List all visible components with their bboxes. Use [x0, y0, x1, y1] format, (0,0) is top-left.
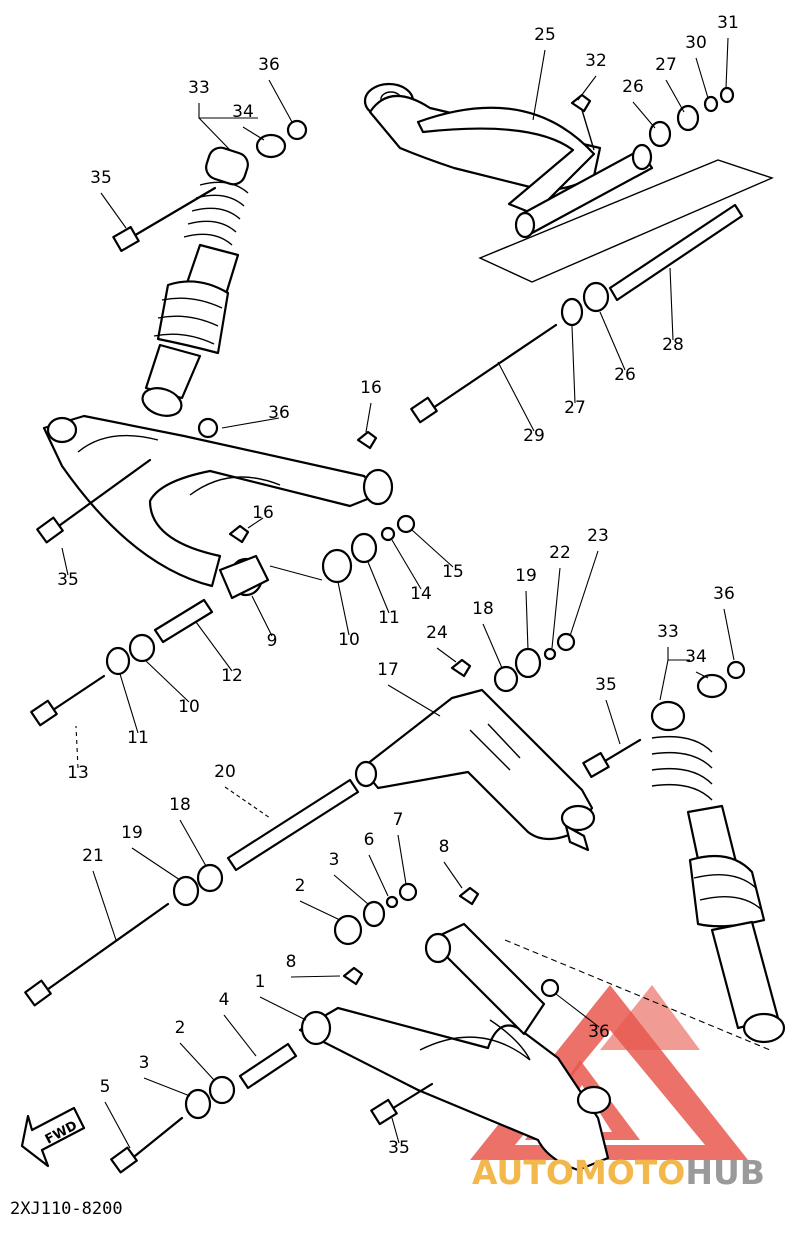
callout-24: 24: [426, 623, 448, 643]
callout-3a: 3: [329, 850, 340, 870]
callout-16a: 16: [360, 378, 382, 398]
callout-14: 14: [410, 584, 432, 604]
shock-absorber-lower: [582, 660, 786, 1044]
callout-35c: 35: [595, 675, 617, 695]
callout-19b: 19: [121, 823, 143, 843]
watermark-text-primary: AUTOMOTO: [472, 1153, 685, 1192]
callout-9: 9: [267, 631, 278, 651]
callout-27a: 27: [655, 55, 677, 75]
callout-29: 29: [523, 426, 545, 446]
callout-15: 15: [442, 562, 464, 582]
callout-25: 25: [534, 25, 556, 45]
callout-33b: 33: [657, 622, 679, 642]
callout-18b: 18: [169, 795, 191, 815]
callout-2b: 2: [175, 1018, 186, 1038]
shock-absorber-upper: [112, 119, 308, 417]
callout-2a: 2: [295, 876, 306, 896]
pivot-shaft-middle: [30, 598, 214, 727]
callout-12: 12: [221, 666, 243, 686]
leader-lines: [61, 37, 771, 1149]
callout-22: 22: [549, 543, 571, 563]
callout-31: 31: [717, 13, 739, 33]
bushing-set-middle: [269, 514, 416, 584]
callout-6: 6: [364, 830, 375, 850]
watermark-text: AUTOMOTOHUB: [472, 1153, 765, 1192]
callout-1: 1: [255, 972, 266, 992]
callout-21: 21: [82, 846, 104, 866]
callout-20: 20: [214, 762, 236, 782]
callout-3b: 3: [139, 1053, 150, 1073]
pivot-shaft-front: [110, 1042, 298, 1174]
callout-11a: 11: [378, 608, 400, 628]
callout-8b: 8: [286, 952, 297, 972]
callout-28: 28: [662, 335, 684, 355]
upper-arm-right: [363, 82, 774, 283]
bushing-set-right: [450, 632, 576, 693]
callout-26b: 26: [614, 365, 636, 385]
callout-4: 4: [219, 990, 230, 1010]
callout-10a: 10: [338, 630, 360, 650]
callout-27b: 27: [564, 398, 586, 418]
watermark-text-secondary: HUB: [685, 1153, 765, 1192]
callout-11b: 11: [127, 728, 149, 748]
catalog-code: 2XJ110-8200: [10, 1199, 123, 1219]
callout-8a: 8: [439, 837, 450, 857]
callout-35b: 35: [57, 570, 79, 590]
callout-34a: 34: [232, 102, 254, 122]
callout-35d: 35: [388, 1138, 410, 1158]
a-arm-middle-right: [354, 688, 596, 852]
callout-34b: 34: [685, 647, 707, 667]
bushing-set-lower: [333, 882, 480, 986]
callout-36d: 36: [588, 1022, 610, 1042]
callout-35a: 35: [90, 168, 112, 188]
a-arm-lower: [298, 922, 612, 1172]
callout-33a: 33: [188, 78, 210, 98]
callout-5: 5: [100, 1077, 111, 1097]
callout-23: 23: [587, 526, 609, 546]
callout-18a: 18: [472, 599, 494, 619]
callout-10b: 10: [178, 697, 200, 717]
a-arm-middle-left: [36, 414, 394, 600]
fwd-arrow: FWD: [20, 1106, 86, 1168]
callout-26a: 26: [622, 77, 644, 97]
callout-7: 7: [393, 810, 404, 830]
callout-36b: 36: [268, 403, 290, 423]
callout-17: 17: [377, 660, 399, 680]
callout-36c: 36: [713, 584, 735, 604]
callout-30: 30: [685, 33, 707, 53]
callout-19a: 19: [515, 566, 537, 586]
pivot-shaft-upper: [410, 203, 744, 424]
pivot-shaft-lower: [24, 778, 360, 1007]
callout-36a: 36: [258, 55, 280, 75]
callout-16b: 16: [252, 503, 274, 523]
callout-13: 13: [67, 763, 89, 783]
callout-32: 32: [585, 51, 607, 71]
